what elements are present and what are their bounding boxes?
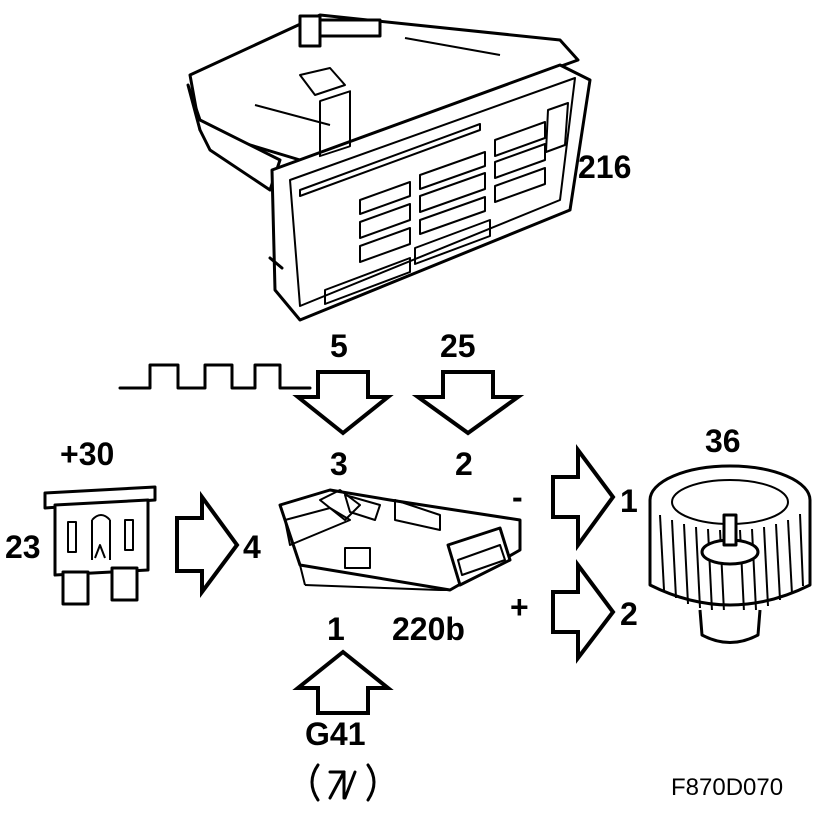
label-1: 1 [327,611,345,647]
label-plus-30: +30 [60,436,114,472]
label-plus: + [510,589,529,625]
fuse [43,485,157,606]
label-motor-2: 2 [620,596,638,632]
ground-symbol [310,763,376,802]
label-220b: 220b [392,611,465,647]
label-25: 25 [440,328,476,364]
label-minus: - [512,479,523,515]
label-motor-1: 1 [620,483,638,519]
label-g41: G41 [305,716,365,752]
down-arrow-25 [411,370,525,436]
right-arrow-motor-1 [551,443,616,552]
up-arrow-ground [292,649,394,715]
figure-code: F870D070 [671,774,783,801]
blower-resistor-unit [278,488,522,592]
climate-control-panel [186,13,592,322]
down-arrow-signal [292,370,394,436]
label-36: 36 [705,423,741,459]
label-3: 3 [330,446,348,482]
right-arrow-supply [175,490,240,599]
label-23: 23 [5,529,41,565]
label-2: 2 [455,446,473,482]
pwm-signal-wave [118,363,312,390]
label-216: 216 [578,149,631,185]
label-5: 5 [330,328,348,364]
blower-fan-motor [648,464,812,644]
right-arrow-motor-2 [551,558,616,664]
label-4: 4 [243,529,261,565]
